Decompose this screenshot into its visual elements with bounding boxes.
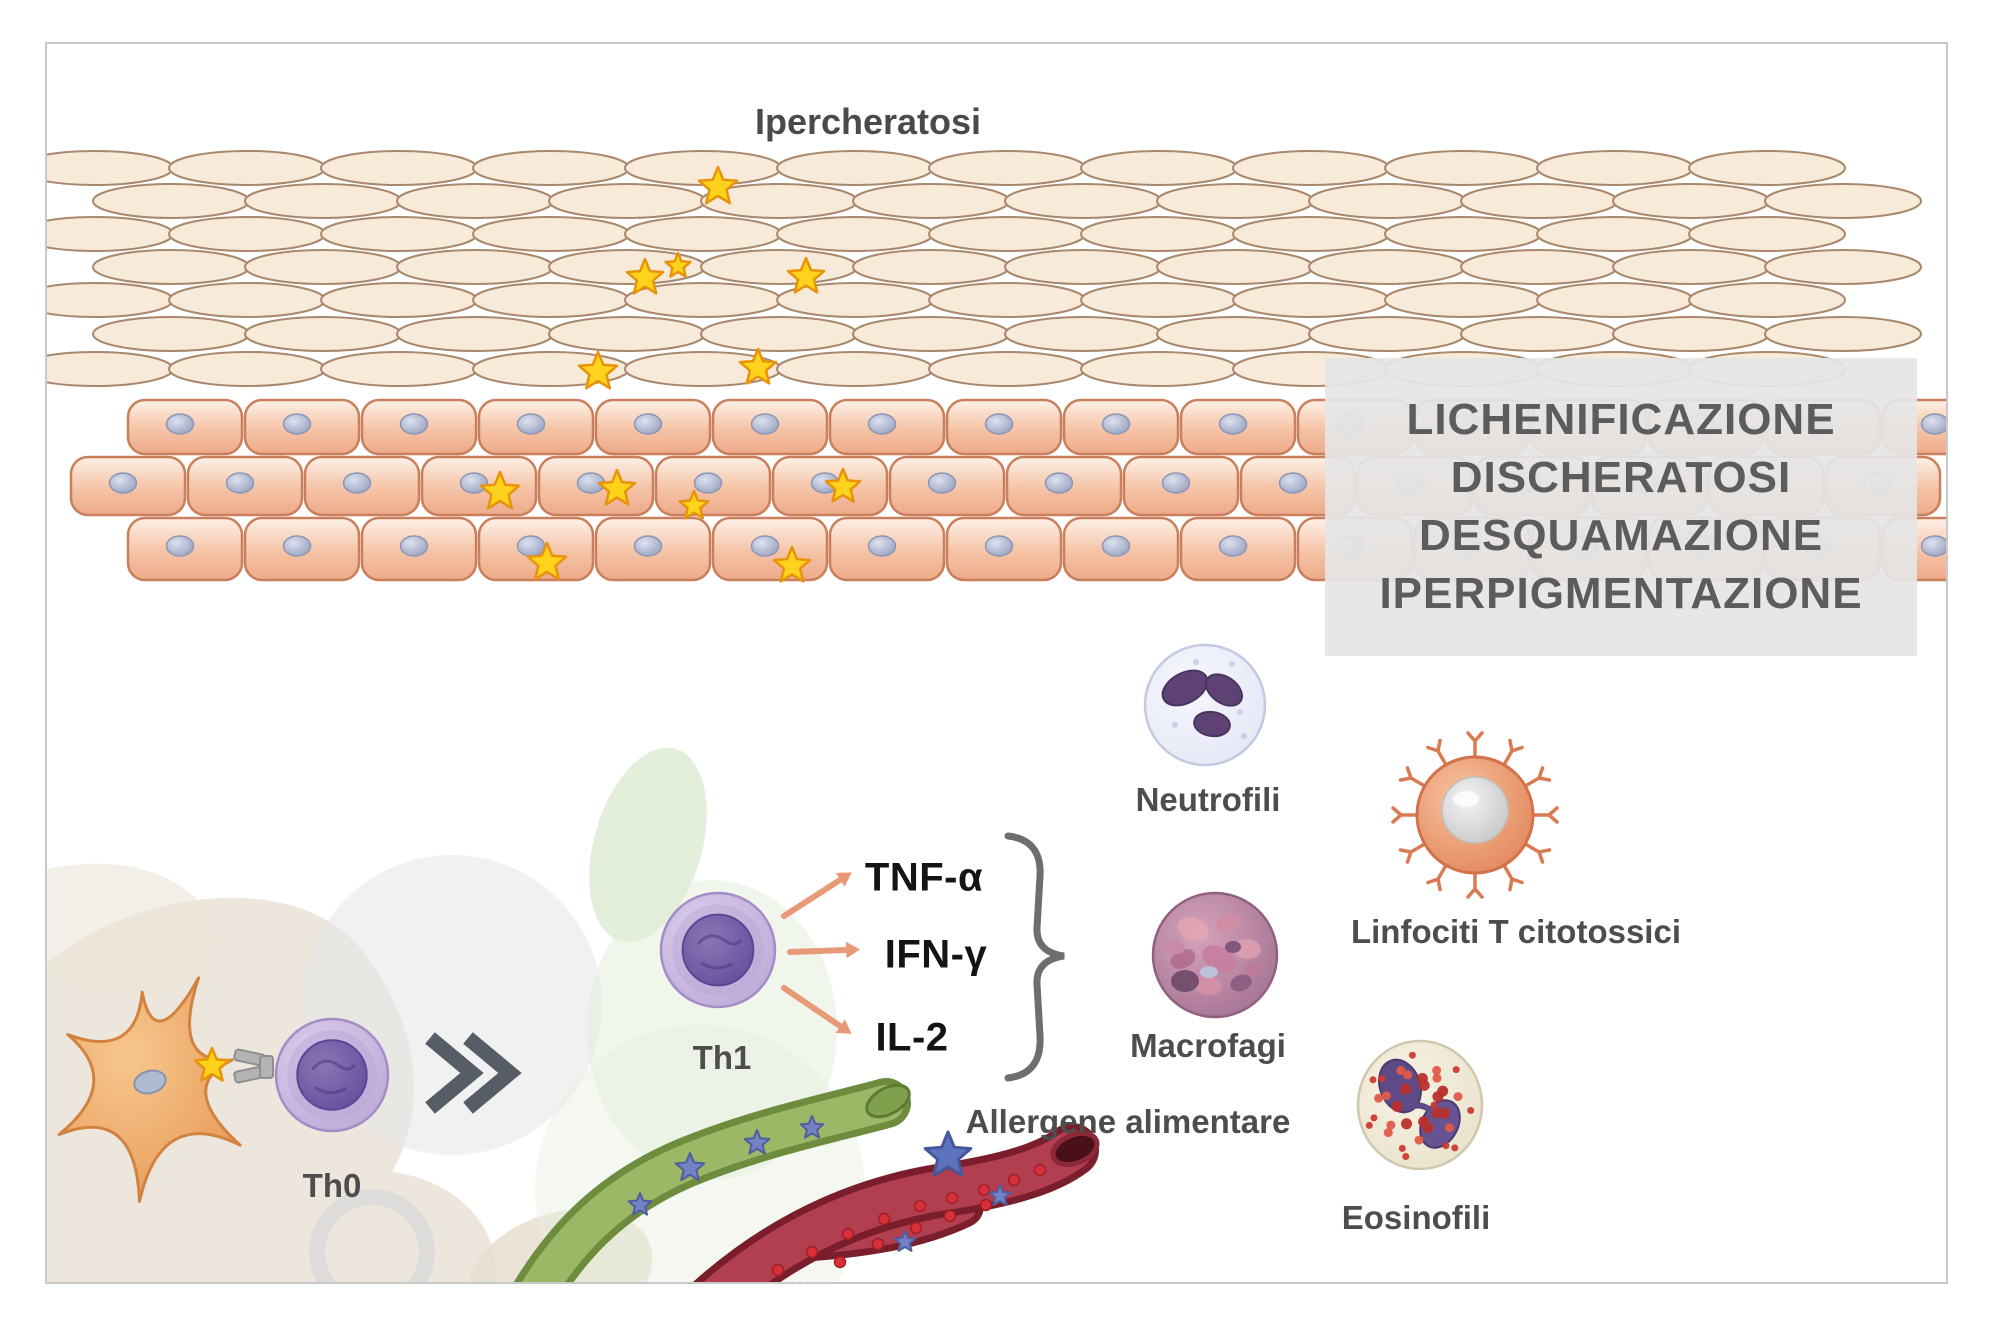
th0-label: Th0	[302, 1167, 362, 1204]
stratum-corneum-layer	[47, 150, 1922, 387]
allergen-star-icon	[625, 257, 665, 295]
food-allergen-label: Allergene alimentare	[965, 1103, 1291, 1140]
effects-line-hyperpigmentation: IPERPIGMENTAZIONE	[1379, 569, 1863, 618]
allergen-star-icon	[664, 251, 692, 278]
effects-box: LICHENIFICAZIONE DISCHERATOSI DESQUAMAZI…	[1325, 358, 1917, 656]
food-allergen-star	[923, 1130, 973, 1177]
allergen-star-icon	[577, 350, 619, 390]
neutrophils-label: Neutrofili	[1135, 781, 1281, 818]
blood-vessels	[513, 1078, 1100, 1282]
effects-line-desquamation: DESQUAMAZIONE	[1418, 511, 1824, 560]
th1-label: Th1	[692, 1039, 752, 1076]
allergen-star-icon	[627, 1192, 653, 1216]
cytokine-tnf-alpha-label: TNF-α	[864, 855, 984, 900]
cytokine-ifn-gamma-label: IFN-γ	[884, 932, 988, 977]
figure-inner: Ipercheratosi LICHENIFICAZIONE DISCHERAT…	[47, 44, 1946, 1282]
allergen-star-icon	[738, 347, 778, 385]
eosinophils-label: Eosinofili	[1341, 1199, 1491, 1236]
allergen-star-icon	[799, 1115, 825, 1139]
th1-cell-illustration	[659, 891, 777, 1009]
allergen-star-icon	[786, 256, 826, 294]
cytokine-il2-label: IL-2	[875, 1015, 949, 1060]
allergen-star-icon	[772, 545, 812, 583]
th0-cell-illustration	[274, 1017, 390, 1133]
eosinophil-illustration	[1356, 1039, 1484, 1171]
effects-line-lichenification: LICHENIFICAZIONE	[1406, 395, 1836, 444]
allergen-stars	[479, 165, 862, 583]
cytokine-arrows	[781, 872, 860, 1034]
allergen-star-icon	[193, 1046, 231, 1082]
food-allergen-star-icon	[923, 1130, 973, 1177]
allergen-star-icon	[526, 541, 568, 581]
cytotoxic-t-label: Linfociti T citotossici	[1350, 913, 1682, 950]
allergen-star-icon	[697, 165, 739, 205]
differentiation-chevrons	[425, 1032, 522, 1114]
allergen-star-icon	[893, 1230, 917, 1252]
allergen-star-icon	[674, 1152, 706, 1182]
macrophages-label: Macrofagi	[1130, 1027, 1286, 1064]
macrophage-illustration	[1151, 891, 1279, 1019]
allergen-star-icon	[597, 468, 637, 506]
allergen-star-icon	[743, 1129, 771, 1155]
figure-frame: Ipercheratosi LICHENIFICAZIONE DISCHERAT…	[45, 42, 1948, 1284]
effects-line-dyskeratosis: DISCHERATOSI	[1450, 453, 1792, 502]
cytokine-brace	[1004, 832, 1065, 1082]
hyperkeratosis-label: Ipercheratosi	[754, 101, 982, 142]
allergen-star-icon	[824, 467, 862, 503]
background-tissue	[47, 747, 865, 1282]
neutrophil-illustration	[1143, 643, 1267, 767]
allergen-star-icon	[678, 489, 710, 520]
cytotoxic-t-illustration	[1391, 731, 1559, 899]
allergen-star-icon	[479, 470, 521, 510]
figure-artwork	[47, 150, 1946, 1282]
allergen-star-icon	[988, 1184, 1012, 1206]
allergen-receptor	[193, 1046, 274, 1084]
